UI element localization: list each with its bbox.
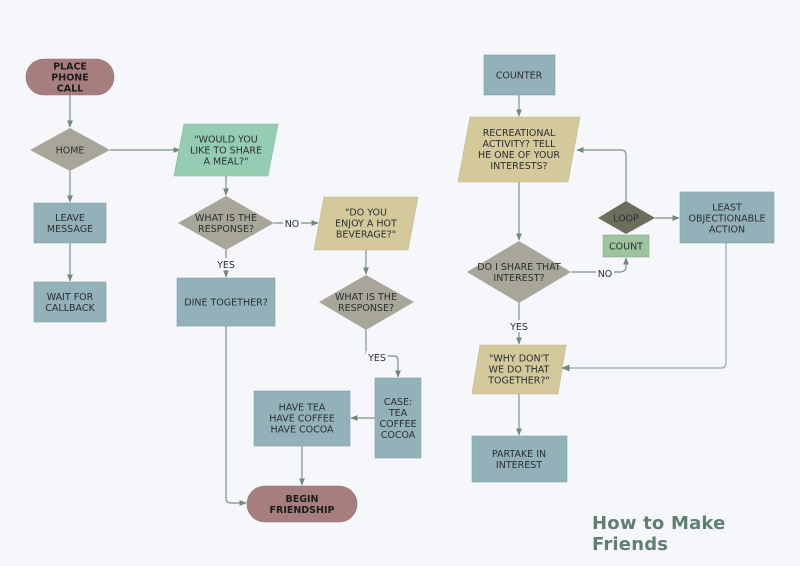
least-objectionable-label: OBJECTIONABLE (689, 214, 766, 225)
home-label: HOME (56, 146, 85, 157)
why-dont-label: "WHY DON'T (489, 354, 549, 365)
count-box[interactable] (602, 234, 650, 258)
response2-decision[interactable] (319, 275, 414, 330)
recreational-label: ACTIVITY? TELL (483, 139, 557, 150)
begin-friendship-label: BEGIN (285, 494, 318, 505)
response1-label: RESPONSE? (198, 224, 254, 235)
place-call-terminal[interactable] (25, 58, 115, 96)
edge-dine-to-begin (225, 326, 247, 506)
response2-label: WHAT IS THE (335, 292, 397, 303)
have-drinks-label: HAVE COFFEE (269, 414, 335, 425)
place-call-label: CALL (57, 84, 83, 95)
wait-callback-label: CALLBACK (45, 303, 95, 314)
edge-share-no-to-count (571, 257, 629, 273)
diagram-title: How to Make Friends (592, 513, 726, 555)
share-interest-decision[interactable] (467, 241, 571, 303)
place-call-label: PHONE (51, 73, 88, 84)
partake-label: PARTAKE IN (492, 449, 546, 460)
response1-label: WHAT IS THE (195, 213, 257, 224)
recreational-label: HE ONE OF YOUR (478, 150, 560, 161)
edge-label-share-yes: YES (509, 322, 528, 333)
leave-message-label: MESSAGE (47, 224, 93, 235)
begin-friendship-terminal[interactable] (246, 485, 358, 523)
loop-label: LOOP (613, 214, 639, 225)
share-meal-label: LIKE TO SHARE (190, 146, 262, 157)
hot-beverage-label: BEVERAGE?" (336, 230, 396, 241)
response1-decision[interactable] (178, 196, 274, 250)
leave-message-process[interactable] (33, 202, 107, 244)
begin-friendship-label: FRIENDSHIP (270, 505, 335, 516)
edge-loop-to-recreational (576, 147, 627, 201)
leave-message-label: LEAVE (55, 213, 85, 224)
share-meal-io[interactable] (173, 123, 279, 177)
share-meal-label: A MEAL?" (204, 157, 249, 168)
least-objectionable-label: LEAST (712, 203, 742, 214)
hot-beverage-io[interactable] (313, 196, 419, 251)
least-objectionable-process[interactable] (679, 191, 775, 244)
wait-callback-process[interactable] (33, 281, 107, 323)
share-interest-label: INTEREST? (493, 273, 544, 284)
case-box-label: COFFEE (379, 419, 416, 430)
case-box-label: TEA (388, 408, 408, 419)
place-call-label: PLACE (53, 62, 87, 73)
edge-label-response2-yes: YES (367, 353, 386, 364)
why-dont-label: WE DO THAT (489, 365, 550, 376)
case-box-label: CASE: (384, 397, 412, 408)
case-process[interactable] (374, 377, 422, 459)
counter-label: COUNTER (496, 71, 543, 82)
edge-least-to-why (561, 243, 727, 372)
loop-decision[interactable] (598, 201, 655, 234)
home-decision[interactable] (30, 128, 110, 171)
dine-together-process[interactable] (176, 277, 276, 327)
recreational-io[interactable] (457, 116, 581, 183)
wait-callback-label: WAIT FOR (47, 292, 94, 303)
edge-label-response1-yes: YES (216, 260, 235, 271)
response2-label: RESPONSE? (338, 303, 394, 314)
edge-label-share-no: NO (598, 269, 613, 280)
share-meal-label: "WOULD YOU (194, 135, 258, 146)
edge-labels: NO YES YES NO YES (215, 217, 614, 364)
counter-process[interactable] (483, 54, 556, 96)
case-box-label: COCOA (381, 430, 416, 441)
hot-beverage-label: "DO YOU (345, 208, 387, 219)
nodes (25, 54, 775, 523)
partake-label: INTEREST (496, 460, 542, 471)
recreational-label: INTERESTS? (490, 161, 547, 172)
recreational-label: RECREATIONAL (483, 128, 556, 139)
count-label: COUNT (609, 242, 643, 253)
why-dont-io[interactable] (471, 344, 567, 395)
edge-label-response1-no: NO (285, 219, 300, 230)
have-drinks-process[interactable] (253, 390, 351, 447)
why-dont-label: TOGETHER?" (487, 376, 550, 387)
hot-beverage-label: ENJOY A HOT (335, 219, 397, 230)
have-drinks-label: HAVE COCOA (270, 425, 334, 436)
least-objectionable-label: ACTION (709, 225, 745, 236)
have-drinks-label: HAVE TEA (279, 403, 326, 414)
dine-together-label: DINE TOGETHER? (184, 298, 267, 309)
share-interest-label: DO I SHARE THAT (477, 262, 561, 273)
partake-process[interactable] (471, 435, 568, 483)
